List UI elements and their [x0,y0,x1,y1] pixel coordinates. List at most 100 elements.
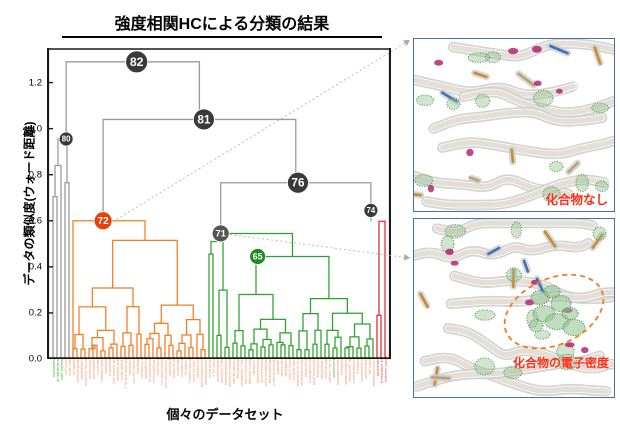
density-blob-magenta [427,184,435,193]
dendrogram-node-82[interactable]: 82 [125,50,149,74]
leaf-label: cbucxr6f0eo-zk-hcg1d3 [264,359,268,386]
leaf-label: lv297n-7nunyxoju1rt [384,359,388,383]
density-blob-green [532,89,554,107]
node-label: 80 [62,135,71,144]
leaf-label: 6nex5caia5-unaahqn [256,359,260,384]
dendrogram-node-74[interactable]: 74 [363,203,379,218]
panel-bottom-caption: 化合物の電子密度 [512,356,609,370]
density-blob-green [557,353,578,371]
leaf-label: kwq87d_iofnq [368,359,372,376]
dendrogram-node-72[interactable]: 72 [93,211,113,231]
dendrogram-node-65[interactable]: 65 [249,248,267,265]
leaf-label: npy0e8_sh96hxb98nfu [336,359,340,386]
leaf-label: d4wujnvc7bnqdh6c_r [100,359,104,384]
density-blob-magenta [508,47,519,55]
leaf-label: yo1yvqa5w61f2l [196,359,200,378]
leaf-label: icthm-9_g7na [64,359,68,375]
leaf-label: mm986xqc0x3fw62l1b [344,359,348,385]
y-tick-label: 1.0 [28,123,42,135]
leaf-label: 88__3awcd2r9nuae [348,359,352,382]
y-tick-label: 1.2 [28,77,42,89]
density-map-bottom [414,219,614,397]
panel-no-compound: 化合物なし [413,38,615,212]
leaf-label: jre-wocx814bgz [304,359,308,378]
leaf-label: 3761cmkm-9fd7udp7f [232,359,236,385]
leaf-label: ire3dr-rjuko2zks0s3 [360,359,364,382]
leaf-label: idb_ji1v7rl36sa9 [172,359,176,378]
leaf-label: h5aygobyo_eg43r [60,359,64,380]
leaf-label: ol-5dao_rrsc_d [212,359,216,377]
leaf-label: 6ldxgejfv35hyk [108,359,112,377]
leaf-label: pt7z962svtng92b2q_j [188,359,192,384]
leaf-label: 1tpi-tyrp0ls6rf369 [144,359,148,380]
density-blob-magenta [581,346,589,354]
dendrogram-node-81[interactable]: 81 [192,108,215,131]
density-blob-green [592,226,607,241]
leaf-label: jsy609roof5n [104,359,108,374]
leaf-label: oyfa1ty1dug4ra-tp [292,359,296,380]
density-blob-green [484,51,501,64]
leaf-label: qm64oetnzzni287 [364,359,368,380]
arrow-to-top-panel-head [403,40,410,47]
leaf-label: tg6yk7ljbf_yhkd-uy [120,359,124,381]
leaf-label: zik_s761hqtrj22eu-qf_ [380,359,384,385]
leaf-label: 6nehpm3uc84g7ql1 [148,359,152,382]
y-tick-label: 0.6 [28,215,42,227]
leaf-label: 341_3o3o2lexj_eickrj_ [112,359,116,385]
node-label: 82 [130,55,144,69]
density-blob-green [542,186,561,203]
leaf-label: 04e02s4zy3d1_itbq9ffl [312,359,316,385]
leaf-label: i8np7fj8vwy9wng4qf [76,359,80,383]
y-tick-label: 0.0 [28,353,42,365]
leaf-label: ik-m5cwwx5n68 [332,359,336,378]
leaf-label: 3l89t-igw6zdsokzqgp- [268,359,272,385]
dendrogram-node-80[interactable]: 80 [58,131,74,147]
density-blob-magenta [531,279,539,285]
density-blob-magenta [434,59,444,66]
node-label: 76 [291,177,305,190]
leaf-label: ojh87gv9k7u0l [176,359,180,376]
dendrogram-node-71[interactable]: 71 [211,224,230,243]
leaf-label: pgxfd9kfnezxwa8 [92,359,96,380]
leaf-label: 1fjpnmpx7z-9 [96,359,100,375]
node-label: 72 [97,216,109,227]
density-blob-green [575,173,589,193]
leaf-label: 3jnp_x-_r6unc829rhqc5 [240,359,244,387]
leaf-label: _c04za_m5_ueumd [192,359,196,382]
dendrogram-node-76[interactable]: 76 [287,171,309,194]
density-blob-green [444,224,466,239]
leaf-label: jlh3hmrlc84w8 [168,359,172,376]
density-blob-magenta [533,80,542,87]
leaf-label: b7llen4lvtz13351tz7yu [160,359,164,385]
leaf-label: up5dmwa7paui1g9z-z3 [272,359,276,386]
leaf-label: 5ygkp6lf1w00te [52,359,56,378]
leaf-label: lnd-r648m3atlo7 [180,359,184,378]
leaf-label: cib9w4yc0n2fn [376,359,380,377]
leaf-label: -nht0cfc05fp2cbmwjmt [204,359,208,385]
leaf-label: 9ybovq0n4u_8udh-32s_g [124,359,128,389]
leaf-label: i0pxmru_9_7paaa [288,359,292,380]
density-blob-magenta [531,45,542,53]
density-blob-green [555,343,575,360]
leaf-label: _jipbf198f8yh [276,359,280,375]
leaf-label: 7aad80bn9uhh [284,359,288,377]
leaf-label: ur1yvh5-lkii7voh [208,359,212,378]
leaf-label: o1vkq6gyvlbye6zlr8 [216,359,220,382]
leaf-label: 74q4lsjw7sajq [184,359,188,376]
density-blob-green [415,94,435,107]
density-blob-green [446,97,461,111]
density-blob-magenta [524,299,535,306]
leaf-label: fti-1fkyzzjb46ian_ak [56,359,60,382]
panel-top-caption: 化合物なし [545,193,608,207]
density-blob-green [503,366,523,380]
node-label: 74 [367,206,376,215]
leaf-label: 6ch7a3a_onl-unrgnv6le [84,359,88,387]
x-axis-label: 個々のデータセット [166,407,284,422]
density-blob-magenta [450,260,459,266]
leaf-label: u52b7fzwmhtue2 [88,359,92,379]
ligand-density [528,285,586,337]
density-blob-green [474,93,491,108]
leaf-label: p055p63q87jt3jto [236,359,240,379]
leaf-label: 3vl-f4muu4sjy [128,359,132,376]
